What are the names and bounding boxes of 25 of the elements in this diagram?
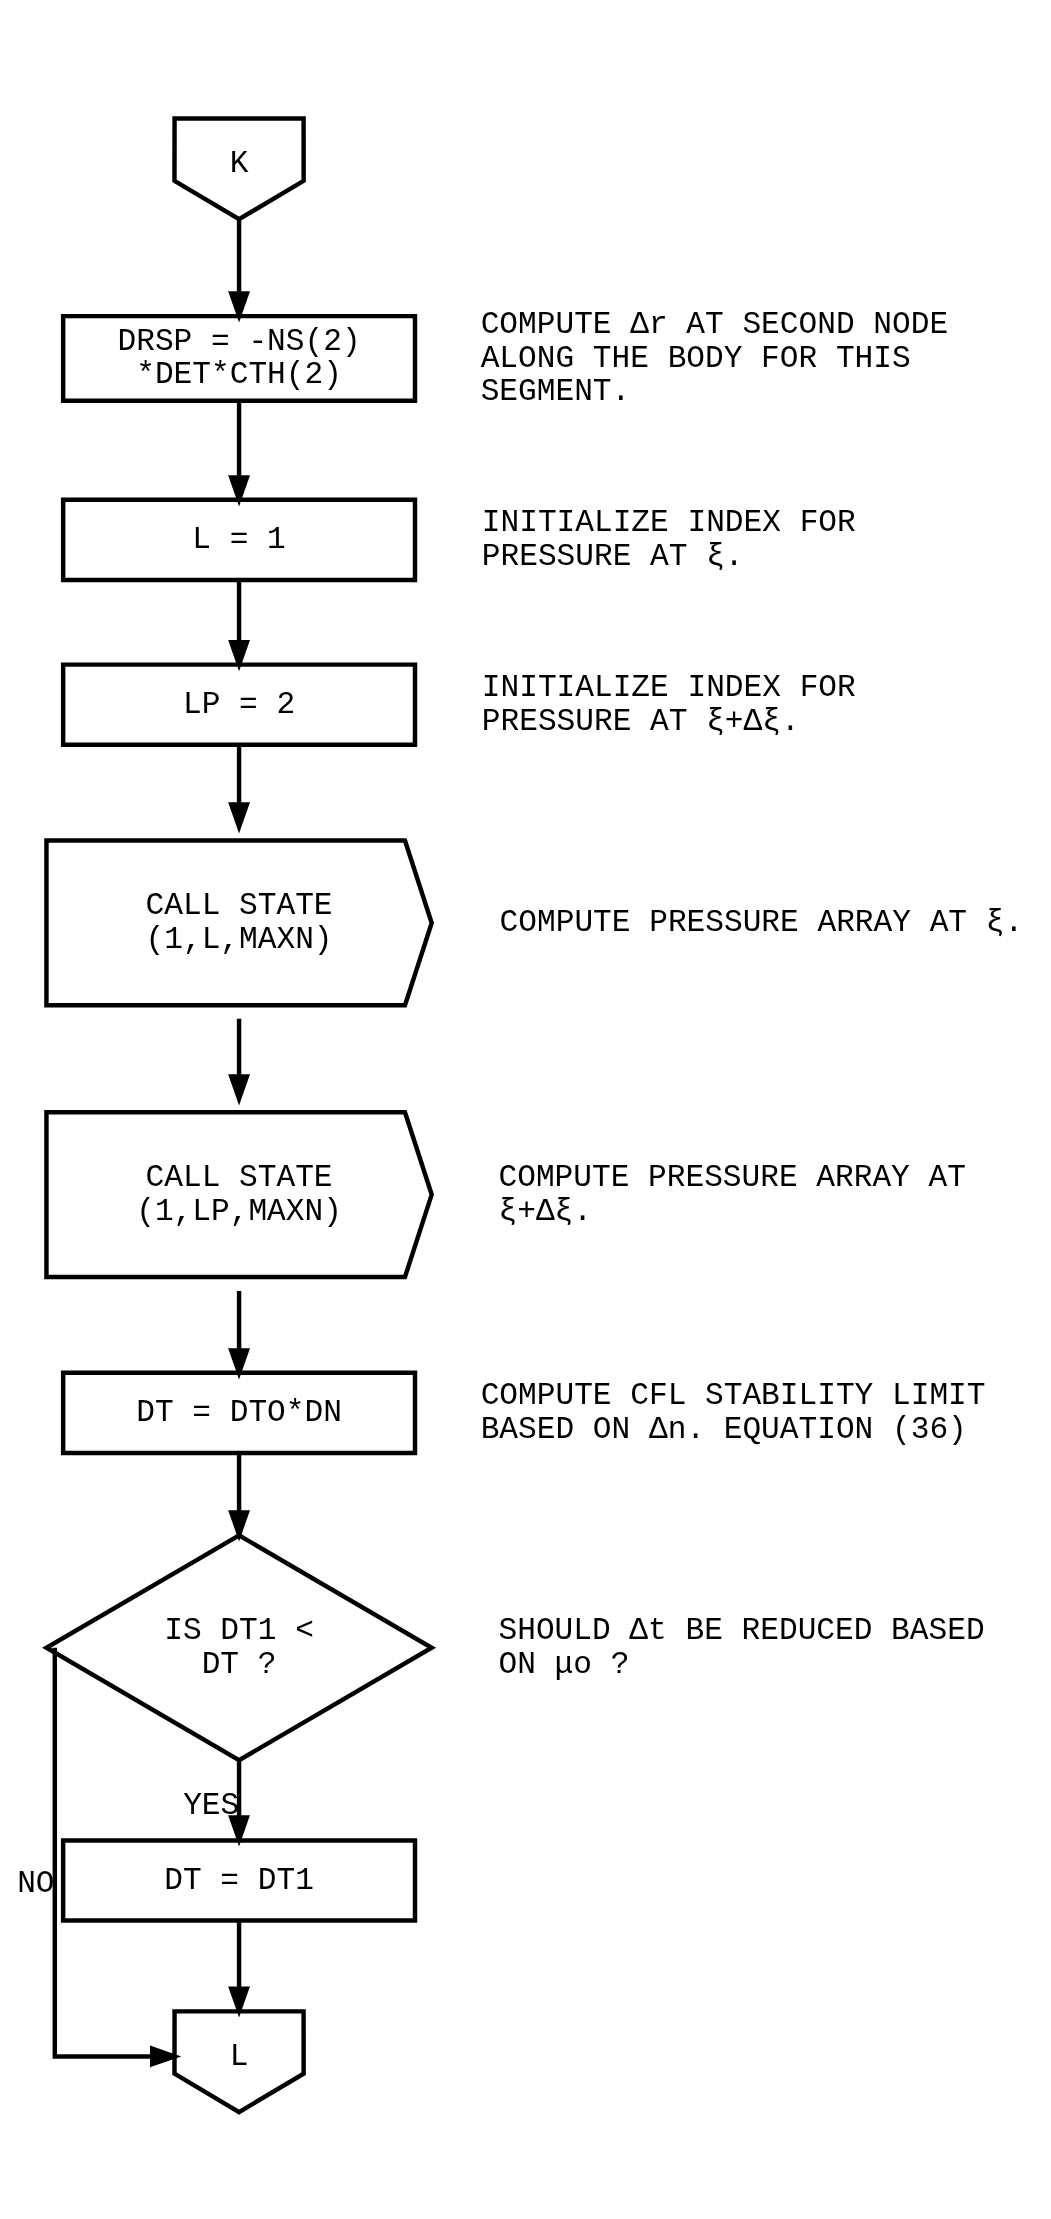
node-box: LP = 2 <box>60 661 418 747</box>
node-label: INITIALIZE INDEX FOR PRESSURE AT ξ+Δξ. <box>481 669 856 739</box>
node-label: COMPUTE PRESSURE ARRAY AT ξ+Δξ. <box>498 1159 966 1229</box>
node-box: DRSP = -NS(2) *DET*CTH(2) <box>60 313 418 403</box>
arrow <box>228 400 250 506</box>
node-diamond: IS DT1 < DT ? <box>42 1532 437 1763</box>
arrow <box>228 1760 250 1846</box>
edge-label: NO <box>17 1865 55 1901</box>
node-box: DT = DT1 <box>60 1837 418 1923</box>
arrow <box>228 219 250 323</box>
node-label: INITIALIZE INDEX FOR PRESSURE AT ξ. <box>481 504 856 574</box>
edge-label: YES <box>183 1787 240 1823</box>
node-box: L = 1 <box>60 497 418 582</box>
node-label: COMPUTE PRESSURE ARRAY AT ξ. <box>499 904 1024 940</box>
arrow <box>228 1453 250 1541</box>
node-label: COMPUTE Δr AT SECOND NODE ALONG THE BODY FOR THIS SEGMENT. <box>480 306 949 409</box>
arrow <box>228 745 250 834</box>
arrow <box>228 1018 250 1105</box>
arrow <box>228 1920 250 2018</box>
node-label: COMPUTE CFL STABILITY LIMIT BASED ON Δn. EQUATION (36) <box>480 1377 986 1447</box>
arrow <box>228 580 250 671</box>
node-box: DT = DTO*DN <box>60 1370 418 1455</box>
arrow <box>52 1647 182 2067</box>
node-label: SHOULD Δt BE REDUCED BASED ON μo ? <box>498 1612 985 1682</box>
arrow <box>228 1290 250 1379</box>
